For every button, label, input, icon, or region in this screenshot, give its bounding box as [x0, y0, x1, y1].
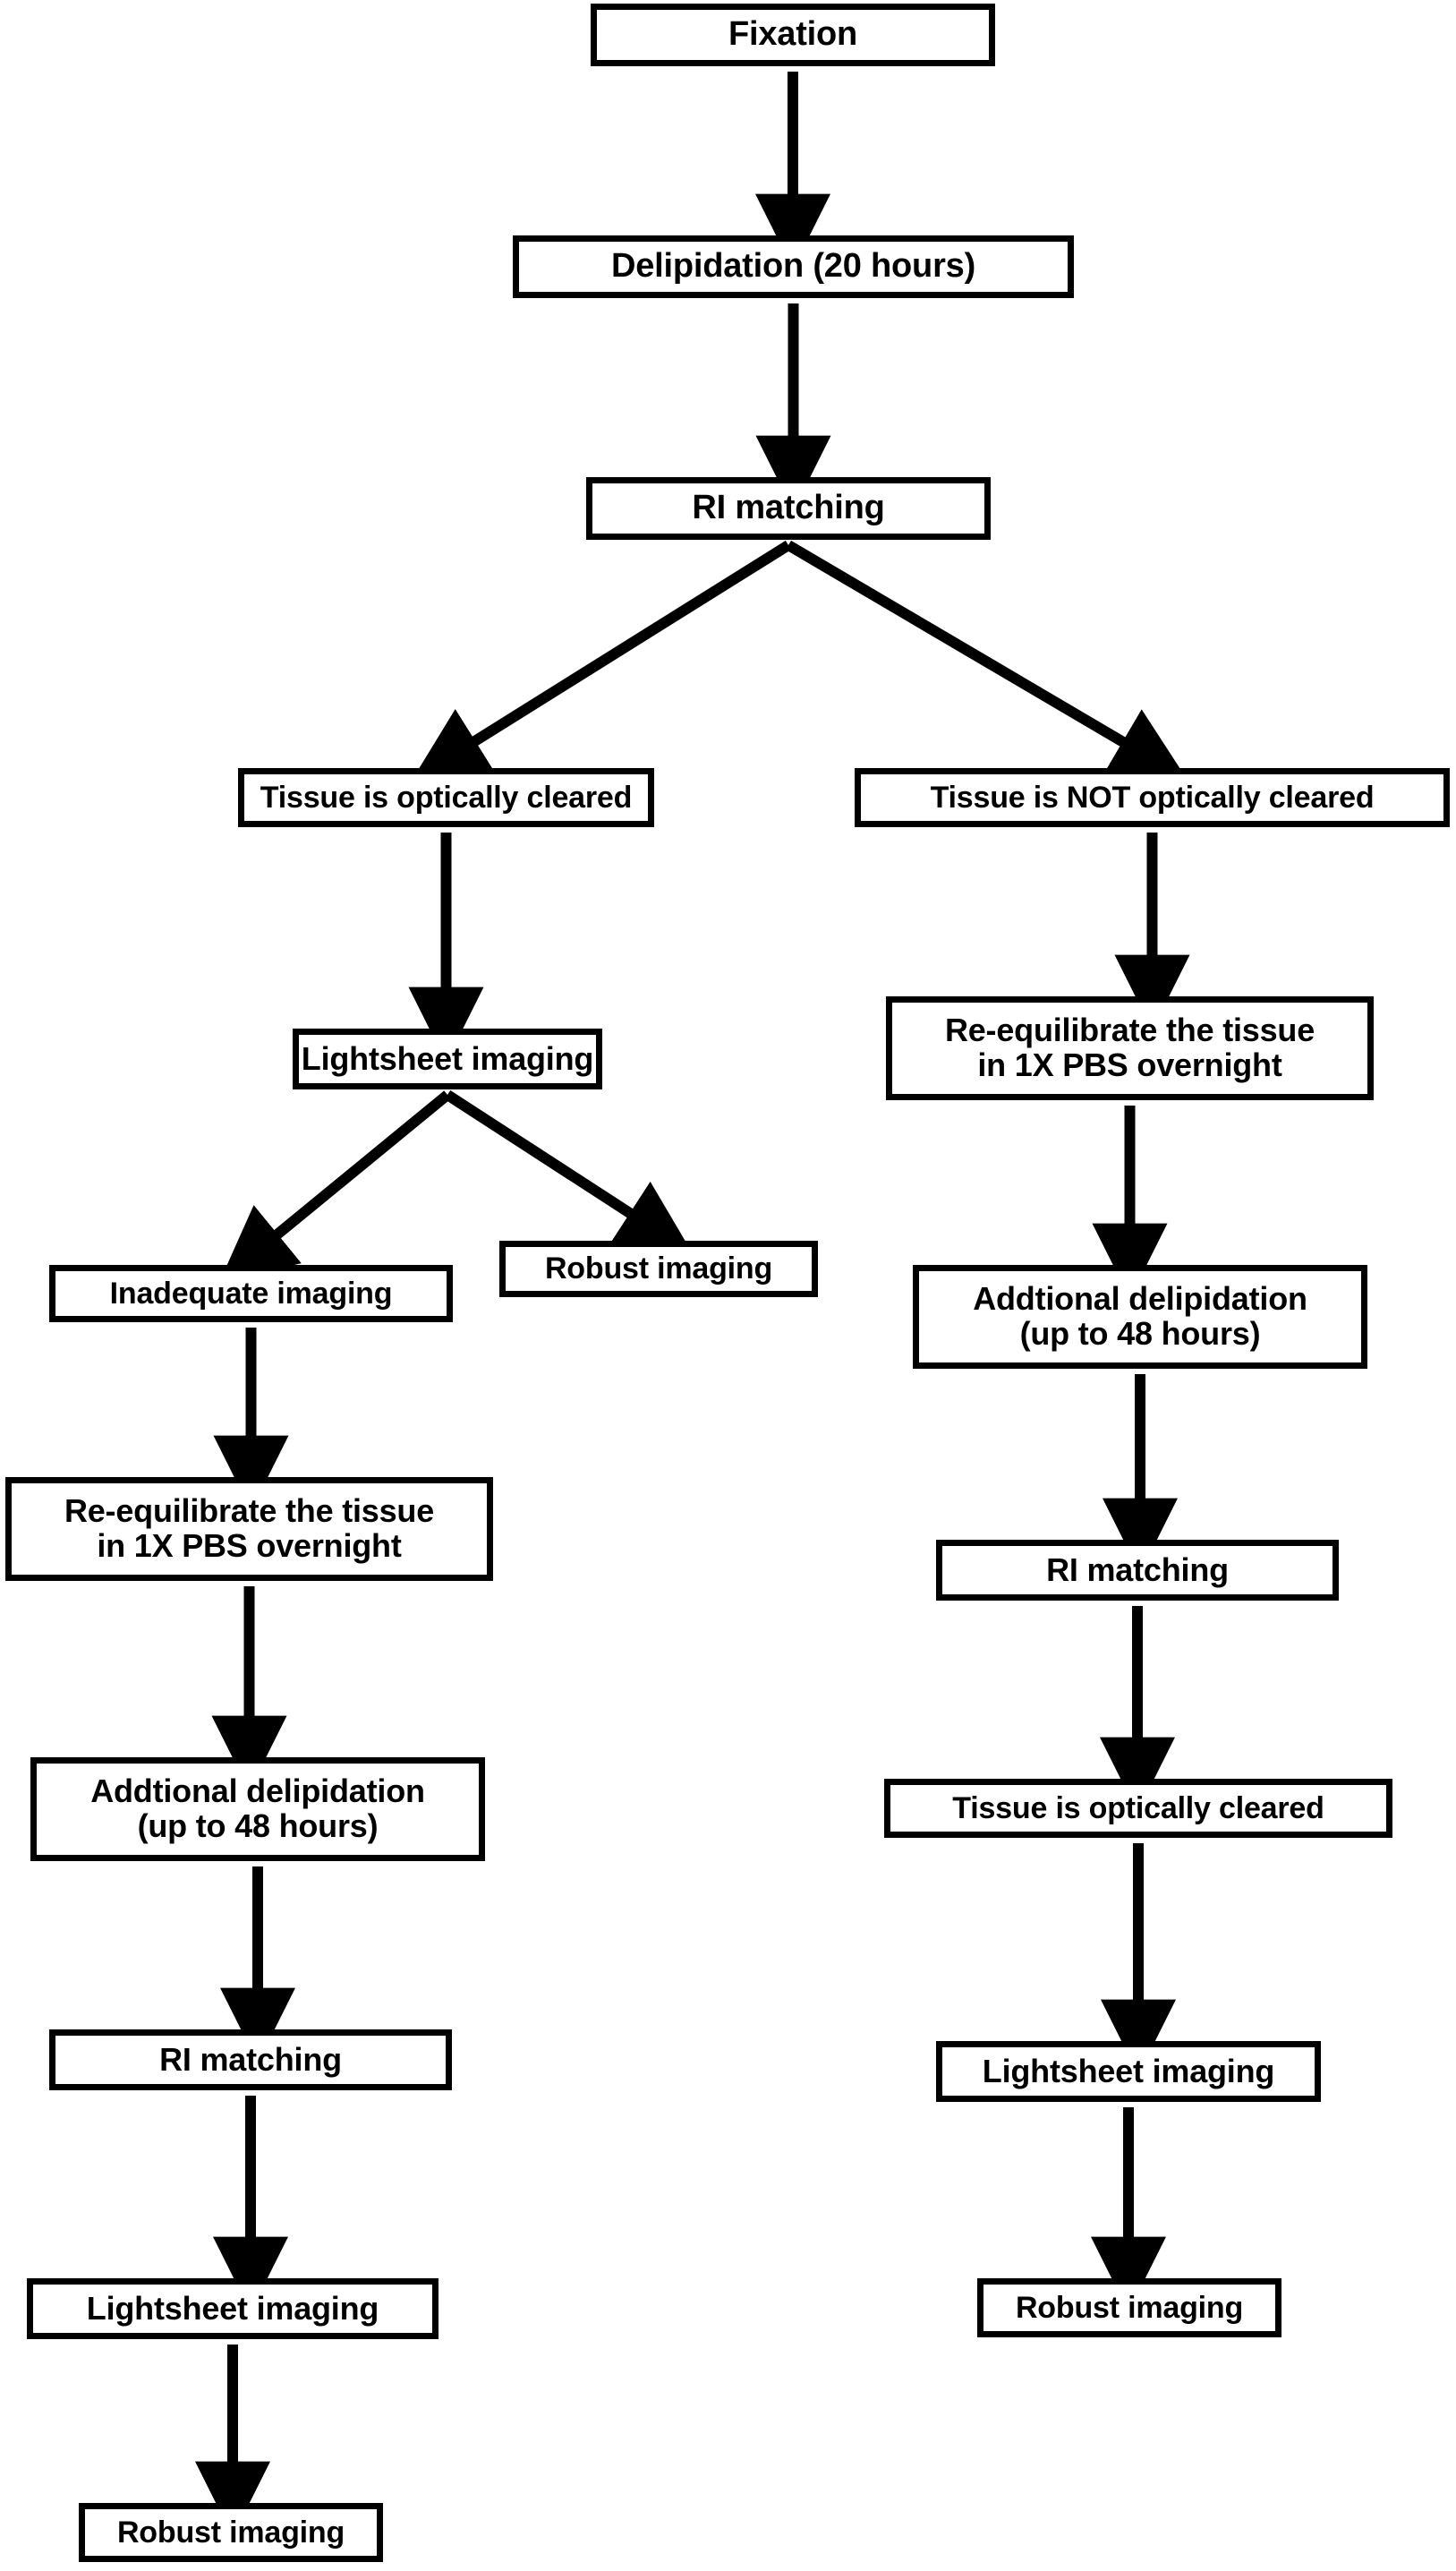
flow-node-robust-imaging-left: Robust imaging: [79, 2503, 383, 2562]
flow-node-label: Re-equilibrate the tissue in 1X PBS over…: [64, 1492, 435, 1564]
flow-node-lightsheet-left-1: Lightsheet imaging: [293, 1029, 602, 1089]
flow-node-label: Delipidation (20 hours): [610, 247, 976, 286]
flow-edge-e3: [411, 540, 792, 782]
flow-node-label: RI matching: [692, 489, 885, 527]
flow-node-re-equilibrate-left: Re-equilibrate the tissue in 1X PBS over…: [5, 1477, 493, 1581]
flow-node-tissue-cleared-right: Tissue is optically cleared: [884, 1779, 1392, 1838]
flow-edge-e7: [219, 1090, 451, 1282]
flow-node-ri-matching-left: RI matching: [49, 2029, 452, 2090]
flow-node-label: Re-equilibrate the tissue in 1X PBS over…: [944, 1012, 1316, 1083]
flow-node-label: Robust imaging: [544, 1251, 773, 1286]
flow-node-delipidation: Delipidation (20 hours): [513, 235, 1074, 298]
flow-node-ri-matching-top: RI matching: [586, 477, 991, 540]
flow-node-label: Lightsheet imaging: [86, 2289, 379, 2327]
flow-node-label: Lightsheet imaging: [982, 2052, 1275, 2089]
flow-node-fixation: Fixation: [591, 4, 995, 66]
flow-node-robust-imaging-branch: Robust imaging: [499, 1241, 818, 1297]
flow-node-inadequate-imaging: Inadequate imaging: [49, 1265, 453, 1322]
flow-node-tissue-not-cleared-right: Tissue is NOT optically cleared: [855, 768, 1450, 827]
flow-node-robust-imaging-right: Robust imaging: [977, 2278, 1281, 2337]
flow-node-lightsheet-right: Lightsheet imaging: [936, 2041, 1321, 2102]
flow-edge-e8: [444, 1089, 694, 1254]
flow-node-addtional-delipidation-left: Addtional delipidation (up to 48 hours): [30, 1757, 485, 1861]
flow-node-re-equilibrate-right: Re-equilibrate the tissue in 1X PBS over…: [886, 996, 1374, 1100]
flow-node-label: Fixation: [728, 15, 858, 54]
flow-node-ri-matching-right: RI matching: [936, 1540, 1339, 1601]
flow-node-label: RI matching: [159, 2040, 342, 2078]
flow-node-label: Lightsheet imaging: [301, 1039, 594, 1077]
flow-node-label: Tissue is optically cleared: [260, 780, 633, 815]
flow-node-tissue-cleared-left: Tissue is optically cleared: [238, 768, 654, 827]
flow-node-lightsheet-left-2: Lightsheet imaging: [27, 2278, 439, 2339]
flow-node-label: Inadequate imaging: [109, 1276, 393, 1311]
flow-node-label: Robust imaging: [1015, 2290, 1244, 2325]
flow-node-label: RI matching: [1046, 1550, 1229, 1588]
flow-edge-e4: [785, 540, 1188, 781]
flow-node-addtional-delipidation-right: Addtional delipidation (up to 48 hours): [913, 1265, 1367, 1369]
flow-node-label: Addtional delipidation (up to 48 hours): [90, 1772, 425, 1844]
flow-node-label: Addtional delipidation (up to 48 hours): [973, 1280, 1307, 1352]
flow-node-label: Tissue is optically cleared: [952, 1790, 1324, 1825]
flow-node-label: Robust imaging: [116, 2515, 345, 2550]
flow-node-label: Tissue is NOT optically cleared: [930, 780, 1375, 815]
